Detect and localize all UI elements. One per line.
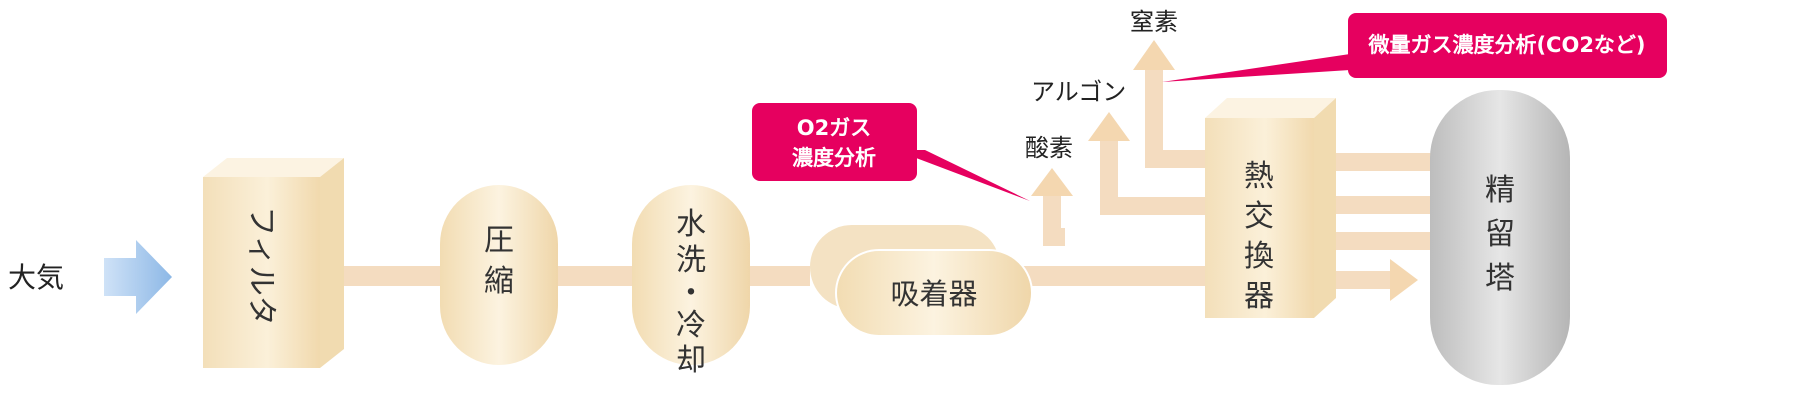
wash-cool-label-char-5: 却 [676, 343, 706, 378]
heat-exchanger-box [1205, 118, 1314, 318]
column-label-char-1: 精 [1485, 173, 1515, 208]
argon-arrow-head [1088, 112, 1130, 141]
oxygen-arrow-head [1031, 168, 1073, 196]
compress-unit [440, 185, 558, 365]
o2-callout-box [752, 103, 917, 181]
filter-top-face [203, 158, 344, 177]
pipe-exchanger-column-1 [1315, 153, 1438, 171]
pipe-oxygen [1043, 195, 1065, 246]
adsorber-unit [835, 249, 1033, 337]
adsorber-label: 吸着器 [890, 277, 977, 311]
wash-cool-label-char-3: ・ [676, 276, 706, 311]
pipe-exchanger-column-3 [1315, 232, 1438, 250]
o2-callout-pointer [895, 150, 1030, 201]
nitrogen-label: 窒素 [1130, 8, 1178, 36]
compress-label-char-2: 縮 [484, 264, 514, 299]
pipe-filter-compress [315, 266, 440, 286]
compress-label-char-1: 圧 [484, 223, 514, 258]
nitrogen-arrow-head [1133, 40, 1175, 70]
pipe-compress-wash [555, 266, 640, 286]
filter-side-face [320, 158, 344, 368]
pipe-nitrogen [1145, 70, 1205, 168]
exchanger-label-char-4: 器 [1244, 279, 1274, 314]
filter-label: フィルタ [244, 206, 279, 325]
o2-callout-line-1: O2ガス [797, 116, 871, 140]
exchanger-side-face [1314, 98, 1336, 318]
exchanger-label-char-3: 換 [1244, 239, 1274, 274]
wash-cool-label-char-2: 洗 [676, 243, 706, 278]
trace-callout-box [1348, 13, 1667, 78]
wash-cool-unit [632, 185, 750, 365]
argon-label: アルゴン [1031, 78, 1126, 106]
filter-box [203, 177, 320, 368]
wash-cool-label-char-1: 水 [676, 207, 706, 242]
pipe-exchanger-column-2 [1315, 196, 1438, 214]
wash-cool-label-char-4: 冷 [676, 308, 706, 343]
oxygen-label: 酸素 [1025, 134, 1073, 162]
column-label-char-3: 塔 [1485, 261, 1515, 296]
rectification-column [1430, 90, 1570, 385]
input-arrow [104, 240, 172, 314]
trace-callout-pointer [1162, 54, 1350, 82]
exchanger-top-face [1205, 98, 1336, 118]
pipe-argon [1100, 140, 1205, 215]
input-label: 大気 [8, 261, 64, 294]
exchanger-label-char-1: 熱 [1244, 159, 1274, 194]
trace-callout-label: 微量ガス濃度分析(CO2など) [1367, 33, 1645, 57]
column-label-char-2: 留 [1485, 217, 1515, 252]
pipe-adsorber-exchanger [1020, 266, 1205, 286]
o2-callout-line-2: 濃度分析 [792, 146, 876, 170]
pipe-wash-adsorber [750, 266, 810, 286]
exchanger-label-char-2: 交 [1244, 199, 1274, 234]
column-feed-arrow-head [1390, 259, 1418, 301]
